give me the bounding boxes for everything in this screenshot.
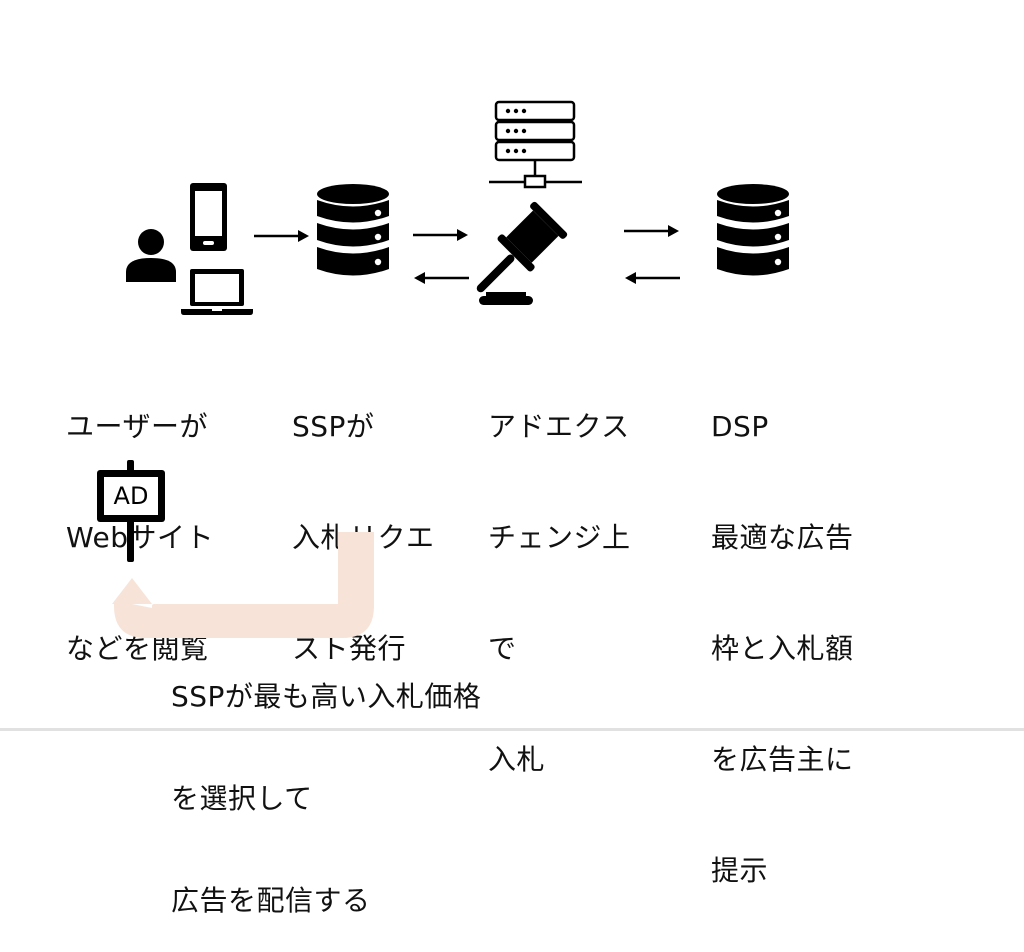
user-node-label: ユーザーが Webサイト などを閲覧 (66, 334, 214, 704)
arrow-dsp-to-exchange (625, 272, 680, 284)
label-line: Webサイト (66, 521, 215, 554)
label-line: 広告を配信する (171, 884, 371, 917)
return-u-arrow (112, 532, 374, 638)
label-line: を広告主に (711, 743, 854, 776)
ssp-node-label: SSPが 入札リクエ スト発行 (292, 334, 435, 704)
arrow-user-to-ssp (254, 230, 309, 242)
label-line: 枠と入札額 (711, 632, 854, 665)
laptop-icon (181, 269, 253, 315)
label-line: SSPが最も高い入札価格 (171, 680, 482, 713)
dsp-node-label: DSP 最適な広告 枠と入札額 を広告主に 提示 (711, 334, 854, 926)
user-icon (126, 229, 176, 282)
label-line: 入札 (488, 743, 546, 776)
bottom-border (0, 728, 1024, 731)
arrow-ssp-to-exchange (413, 229, 468, 241)
ad-exchange-node-label: アドエクス チェンジ上 で 入札 (488, 334, 631, 815)
arrow-exchange-to-ssp (414, 272, 469, 284)
database-icon (717, 184, 789, 276)
smartphone-icon (190, 183, 227, 251)
label-line: アドエクス (488, 410, 630, 443)
label-line: を選択して (171, 782, 313, 815)
label-line: で (488, 632, 517, 665)
label-line: チェンジ上 (488, 521, 631, 554)
ad-sign-text: AD (113, 482, 149, 510)
return-flow-label: SSPが最も高い入札価格 を選択して 広告を配信する (171, 612, 481, 952)
database-icon (317, 184, 389, 276)
ad-signboard-icon (97, 460, 165, 562)
label-line: 最適な広告 (711, 521, 854, 554)
label-line: 提示 (711, 854, 769, 887)
arrow-exchange-to-dsp (624, 225, 679, 237)
label-line: DSP (711, 410, 769, 443)
server-network-icon (489, 100, 582, 189)
gavel-icon (476, 201, 568, 305)
label-line: SSPが (292, 410, 375, 443)
label-line: ユーザーが (66, 410, 208, 443)
